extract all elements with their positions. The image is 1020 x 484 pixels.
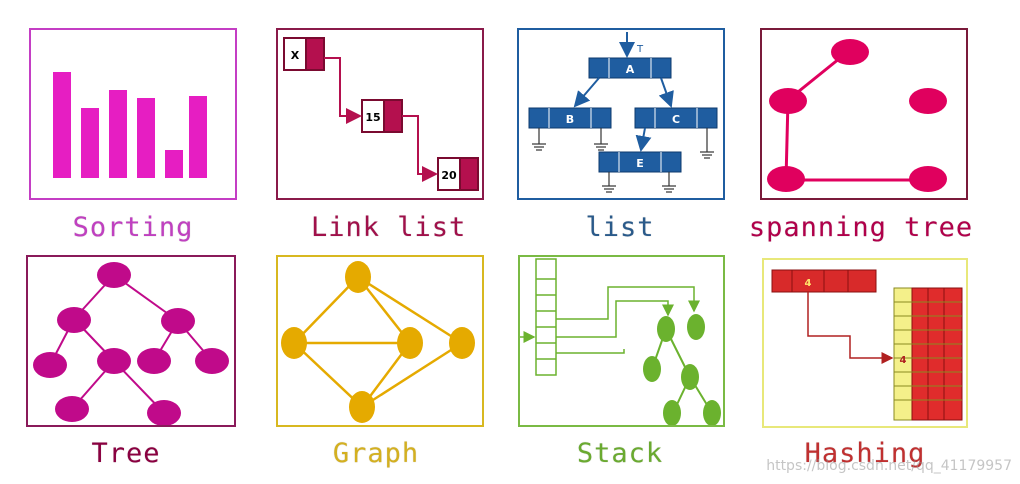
linklist-diagram: X 15 20	[283, 37, 479, 191]
hashing-diagram: 4 4	[771, 269, 963, 421]
list-diagram: T A B C E	[528, 32, 718, 193]
caption-tree: Tree	[91, 438, 161, 469]
linklist-node-20-label: 20	[441, 169, 457, 182]
linklist-link-2	[402, 115, 438, 182]
linklist-node-x-label: X	[291, 49, 300, 62]
tree-node	[97, 262, 131, 288]
stack-tree-node	[657, 316, 675, 342]
sorting-bar-6	[189, 96, 207, 178]
caption-linklist: Link list	[311, 212, 467, 243]
spanning-node-top	[831, 39, 869, 65]
spanning-tree-panel	[760, 28, 968, 200]
linklist-link-1	[324, 57, 362, 124]
watermark: https://blog.csdn.net/qq_41179957	[766, 458, 1012, 474]
graph-node-right	[449, 327, 475, 359]
stack-tree-node	[681, 364, 699, 390]
graph-node-top	[345, 261, 371, 293]
graph-panel	[276, 255, 484, 427]
tree-node	[33, 352, 67, 378]
graph-node-middle	[397, 327, 423, 359]
list-node-a-label: A	[626, 63, 635, 76]
sorting-panel	[29, 28, 237, 200]
stack-tree-node	[687, 314, 705, 340]
stack-tree-node	[663, 400, 681, 425]
tree-node	[97, 348, 131, 374]
stack-diagram	[520, 258, 721, 425]
graph-diagram	[281, 261, 475, 423]
tree-diagram	[33, 262, 229, 425]
stack-panel	[518, 255, 725, 427]
hashing-slot: 4	[900, 355, 907, 366]
spanning-node-left	[769, 88, 807, 114]
hashing-panel: 4 4	[762, 258, 968, 428]
tree-node	[147, 400, 181, 425]
tree-node	[161, 308, 195, 334]
stack-tree-node	[643, 356, 661, 382]
spanning-node-bottom-right	[909, 166, 947, 192]
list-node-e-label: E	[636, 157, 644, 170]
caption-hashing: Hashing	[804, 438, 926, 469]
stack-tree-node	[703, 400, 721, 425]
sorting-bar-1	[53, 72, 71, 178]
hashing-table	[893, 287, 963, 421]
tree-node	[195, 348, 229, 374]
hashing-link	[807, 292, 894, 364]
list-null-pointers	[532, 128, 714, 193]
linklist-node-15-label: 15	[365, 111, 380, 124]
spanning-node-right	[909, 88, 947, 114]
tree-node	[57, 307, 91, 333]
spanning-tree-diagram	[767, 39, 947, 192]
spanning-node-bottom-left	[767, 166, 805, 192]
sorting-bar-4	[137, 98, 155, 178]
tree-node	[137, 348, 171, 374]
caption-list: list	[585, 212, 655, 243]
sorting-bar-2	[81, 108, 99, 178]
caption-spanning-tree: spanning tree	[748, 212, 974, 243]
tree-node	[55, 396, 89, 422]
list-node-b-label: B	[566, 113, 574, 126]
caption-stack: Stack	[576, 438, 664, 469]
sorting-bars	[53, 72, 207, 178]
caption-sorting: Sorting	[72, 212, 194, 243]
sorting-bar-5	[165, 150, 183, 178]
linklist-panel: X 15 20	[276, 28, 484, 200]
list-root-marker: T	[636, 44, 644, 55]
list-panel: T A B C E	[517, 28, 725, 200]
hashing-key: 4	[805, 278, 812, 289]
tree-panel	[26, 255, 236, 427]
sorting-bar-3	[109, 90, 127, 178]
list-node-c-label: C	[672, 113, 680, 126]
graph-node-bottom	[349, 391, 375, 423]
graph-node-left	[281, 327, 307, 359]
caption-graph: Graph	[332, 438, 420, 469]
